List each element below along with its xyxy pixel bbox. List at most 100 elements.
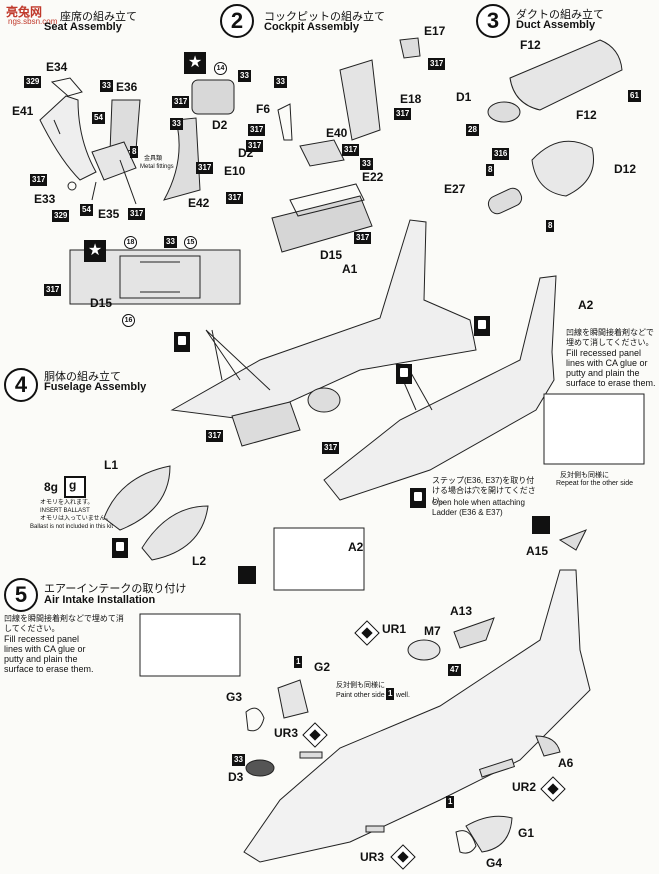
part-ur3-bottom: UR3 bbox=[360, 850, 385, 864]
part-a1: A1 bbox=[342, 262, 358, 276]
metal-fittings-en: Metal fittings bbox=[140, 164, 174, 170]
part-a13: A13 bbox=[450, 604, 473, 618]
ballast-en2: Ballast is not included in this kit bbox=[30, 524, 114, 530]
step2-title-en: Cockpit Assembly bbox=[264, 21, 359, 33]
color-317-a1: 317 bbox=[206, 430, 224, 442]
step4-number: 4 bbox=[4, 368, 38, 402]
cockpit-floor bbox=[289, 183, 365, 217]
ur2-part bbox=[478, 758, 516, 778]
a13-part bbox=[453, 617, 495, 649]
color-33-d3: 33 bbox=[232, 754, 245, 766]
color-317-bay: 317 bbox=[44, 284, 62, 296]
color-1-g2: 1 bbox=[294, 656, 303, 668]
a6-part bbox=[535, 735, 561, 757]
color-33-e22: 33 bbox=[360, 158, 373, 170]
color-8-metal: 8 bbox=[130, 146, 139, 158]
part-d12: D12 bbox=[614, 162, 637, 176]
f6-part bbox=[277, 103, 293, 141]
part-d2-panel: D2 bbox=[212, 118, 228, 132]
part-g1: G1 bbox=[518, 826, 535, 840]
part-a2-detail: A2 bbox=[348, 540, 364, 554]
step5-title-jp: エアーインテークの取り付け bbox=[44, 583, 187, 595]
color-33-f6: 33 bbox=[274, 76, 287, 88]
g3-part bbox=[245, 707, 265, 732]
color-317-e18: 317 bbox=[394, 108, 412, 120]
part-e27: E27 bbox=[444, 182, 466, 196]
watermark-url: ngs.sbsn.com bbox=[8, 17, 58, 26]
step3-title-jp: ダクトの組み立て bbox=[516, 9, 604, 21]
cut-icon-a1 bbox=[174, 332, 190, 352]
color-54-a: 54 bbox=[92, 112, 105, 124]
part-e10: E10 bbox=[224, 164, 246, 178]
color-317-d2: 317 bbox=[246, 140, 264, 152]
e27-part bbox=[487, 187, 523, 215]
fuselage-assembled bbox=[243, 569, 591, 863]
instrument-panel bbox=[191, 79, 235, 115]
color-316-d12: 316 bbox=[492, 148, 510, 160]
part-d15-cockpit: D15 bbox=[320, 248, 343, 262]
d1-part bbox=[487, 101, 521, 123]
color-15-bay: 15 bbox=[184, 236, 197, 249]
ur3-top-part bbox=[299, 751, 323, 759]
step4-recess-en: Fill recessed panel lines with CA glue o… bbox=[566, 348, 656, 388]
color-1-fuselage: 1 bbox=[386, 688, 395, 700]
step4-recess-jp: 凹線を瞬間接着剤などで埋めて消してください。 bbox=[566, 328, 654, 347]
ballast-symbol: g bbox=[69, 478, 77, 492]
part-g2: G2 bbox=[314, 660, 331, 674]
step4-leader-lines bbox=[205, 329, 433, 411]
part-d1: D1 bbox=[456, 90, 472, 104]
nose-l2 bbox=[141, 505, 209, 561]
part-e18: E18 bbox=[400, 92, 422, 106]
part-f12-bottom: F12 bbox=[576, 108, 597, 122]
repeat-jp: 反対側も同様に bbox=[560, 472, 609, 479]
part-ur3-top: UR3 bbox=[274, 726, 299, 740]
color-317-e35: 317 bbox=[128, 208, 146, 220]
color-1-g1: 1 bbox=[446, 796, 455, 808]
part-d15-bay: D15 bbox=[90, 296, 113, 310]
step5-title-en: Air Intake Installation bbox=[44, 594, 156, 606]
color-47-m7: 47 bbox=[448, 664, 461, 676]
ballast-area bbox=[231, 401, 301, 447]
step5-recess-en: Fill recessed panel lines with CA glue o… bbox=[4, 634, 94, 674]
a15-part bbox=[558, 529, 588, 551]
part-ur2: UR2 bbox=[512, 780, 537, 794]
e33-part bbox=[67, 181, 77, 191]
color-54-b: 54 bbox=[80, 204, 93, 216]
seat-base bbox=[91, 141, 137, 181]
part-e42: E42 bbox=[188, 196, 210, 210]
ladder-detail-box bbox=[273, 527, 365, 591]
ballast-en1: INSERT BALLAST bbox=[40, 508, 90, 514]
watermark-logo: 亮兔网 bbox=[6, 5, 43, 19]
step2-number: 2 bbox=[220, 4, 254, 38]
step5-number: 5 bbox=[4, 578, 38, 612]
color-317-e17: 317 bbox=[428, 58, 446, 70]
f12-duct bbox=[509, 39, 623, 111]
metal-fittings-jp: 金具類 bbox=[144, 156, 163, 162]
star-icon-bay: ★ bbox=[84, 240, 106, 262]
cut-icon-a2-b bbox=[396, 364, 412, 384]
color-16-bay: 16 bbox=[122, 314, 135, 327]
part-f12-top: F12 bbox=[520, 38, 541, 52]
gun-icon-a15 bbox=[532, 516, 550, 534]
g4-part bbox=[455, 830, 477, 854]
g2-part bbox=[277, 679, 309, 719]
color-317-e41: 317 bbox=[30, 174, 48, 186]
ladder-note-en: Open hole when attaching Ladder (E36 & E… bbox=[432, 498, 525, 517]
seat-e18 bbox=[339, 59, 381, 141]
e42-part bbox=[162, 117, 201, 201]
color-317-panel: 317 bbox=[172, 96, 190, 108]
color-33-bay: 33 bbox=[164, 236, 177, 248]
e40-part bbox=[299, 139, 345, 167]
ladder-note-jp: ステップ(E36, E37)を取り付ける場合は穴を開けてください。 bbox=[432, 476, 536, 505]
ballast-jp2: オモリは入っていません。 bbox=[40, 516, 112, 522]
nose-l1 bbox=[103, 465, 171, 531]
repeat-en: Repeat for the other side bbox=[556, 480, 634, 487]
step1-title-en: Seat Assembly bbox=[44, 21, 122, 33]
paint-other-side-jp: 反対側も同様に bbox=[336, 682, 385, 689]
ballast-icon bbox=[64, 476, 86, 498]
color-33-panel: 33 bbox=[238, 70, 251, 82]
color-317-f6: 317 bbox=[248, 124, 266, 136]
color-33-e42: 33 bbox=[170, 118, 183, 130]
step5-recess-jp: 凹線を瞬間接着剤などで埋めて消してください。 bbox=[4, 614, 124, 633]
